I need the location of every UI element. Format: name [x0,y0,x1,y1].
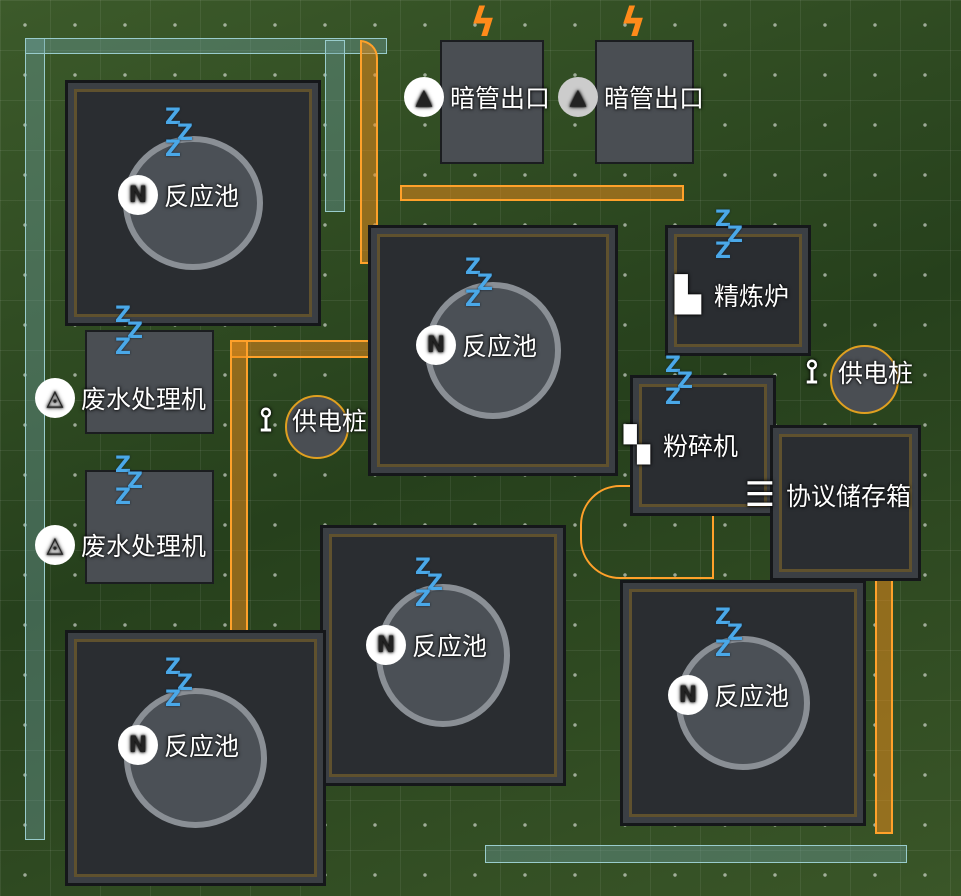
blocked-icon: ϟ [620,0,647,46]
power-pile-label: ⟟供电桩 [792,352,913,392]
power-pile[interactable] [830,345,899,414]
pipe-outlet[interactable] [440,40,544,164]
reactor-icon: N [118,725,158,765]
wastewater-icon: ◬ [35,525,75,565]
reactor-icon: N [118,175,158,215]
crusher-icon: ▚ [623,425,651,465]
furnace-icon: ▙ [674,275,702,315]
pipe[interactable] [485,845,907,863]
droplet-icon: ▲ [558,77,598,117]
pipe-outlet-label: ▲暗管出口 [558,77,704,117]
storage-label: ☰协议储存箱 [740,475,911,515]
wastewater-label: ◬废水处理机 [35,378,206,418]
droplet-icon: ▲ [404,77,444,117]
pipe[interactable] [25,38,387,54]
storage-icon: ☰ [744,475,776,515]
refinery[interactable] [665,225,811,356]
conveyor-belt[interactable] [230,340,374,358]
storage-box[interactable] [770,425,921,581]
conveyor-belt[interactable] [875,560,893,834]
reactor[interactable] [65,80,321,326]
antenna-icon: ⟟ [259,400,273,440]
reactor-icon: N [366,625,406,665]
reactor-icon: N [668,675,708,715]
conveyor-belt[interactable] [400,185,684,201]
antenna-icon: ⟟ [805,352,819,392]
pipe[interactable] [325,40,345,212]
reactor-icon: N [416,325,456,365]
wastewater-label: ◬废水处理机 [35,525,206,565]
wastewater-machine[interactable] [85,470,214,584]
blocked-icon: ϟ [470,0,497,46]
conveyor-belt[interactable] [230,340,248,644]
crusher[interactable] [630,375,776,516]
refinery-label: ▙精炼炉 [668,275,789,315]
power-pile-label: ⟟供电桩 [246,400,367,440]
pipe[interactable] [25,38,45,840]
pipe-outlet[interactable] [595,40,694,164]
reactor[interactable] [620,580,866,826]
crusher-label: ▚粉碎机 [617,425,738,465]
wastewater-machine[interactable] [85,330,214,434]
wastewater-icon: ◬ [35,378,75,418]
power-pile[interactable] [285,395,349,459]
pipe-outlet-label: ▲暗管出口 [404,77,550,117]
